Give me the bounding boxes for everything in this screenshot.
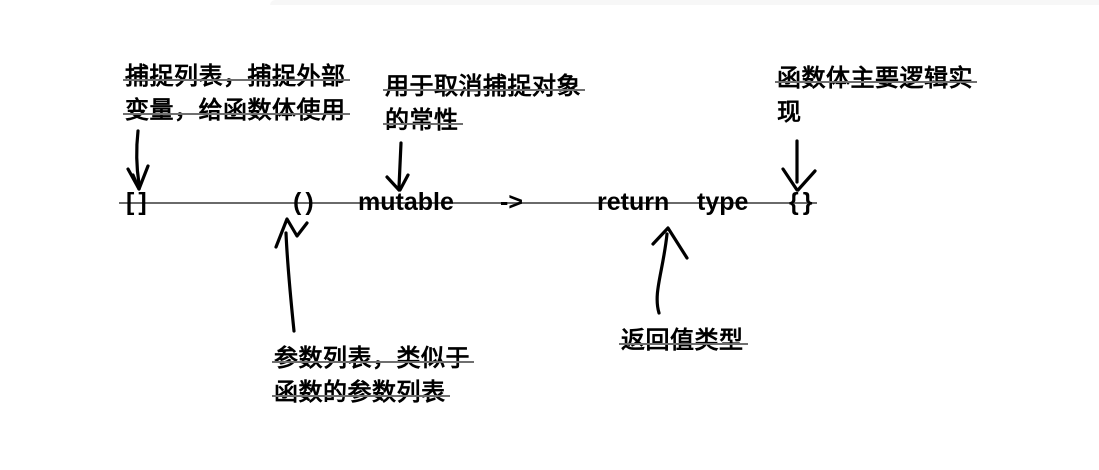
note-line: 函数体主要逻辑实 <box>775 62 977 96</box>
note-line: 现 <box>777 99 802 126</box>
syntax-guide-line <box>119 202 817 204</box>
note-line: 返回值类型 <box>619 324 747 358</box>
page-top-strip <box>270 0 1099 5</box>
note-line: 捕捉列表，捕捉外部 <box>123 60 349 94</box>
note-function-body: 函数体主要逻辑实 现 <box>775 62 977 130</box>
token-parameter-list: () <box>293 188 318 216</box>
token-return: return <box>597 188 670 216</box>
arrow-down-to-function-body-icon <box>781 139 817 192</box>
note-return-type: 返回值类型 <box>619 324 747 358</box>
arrow-down-to-mutable-icon <box>385 141 410 192</box>
note-line: 参数列表，类似于 <box>272 342 474 376</box>
note-capture-list: 捕捉列表，捕捉外部 变量，给函数体使用 <box>123 60 349 128</box>
note-line: 函数的参数列表 <box>272 376 449 410</box>
arrow-up-to-return-type-icon <box>651 226 689 315</box>
arrow-down-to-capture-list-icon <box>126 129 150 191</box>
token-arrow-operator: -> <box>500 188 523 216</box>
arrow-up-to-parameter-list-icon <box>274 217 309 333</box>
token-capture-list: [] <box>126 188 151 216</box>
note-parameter-list: 参数列表，类似于 函数的参数列表 <box>272 342 474 410</box>
note-line: 变量，给函数体使用 <box>123 94 349 128</box>
token-mutable: mutable <box>358 188 454 216</box>
note-line: 用于取消捕捉对象 <box>383 70 585 104</box>
note-mutable: 用于取消捕捉对象 的常性 <box>383 70 585 138</box>
note-line: 的常性 <box>383 104 462 138</box>
token-type: type <box>697 188 749 216</box>
token-function-body: {} <box>789 188 817 216</box>
